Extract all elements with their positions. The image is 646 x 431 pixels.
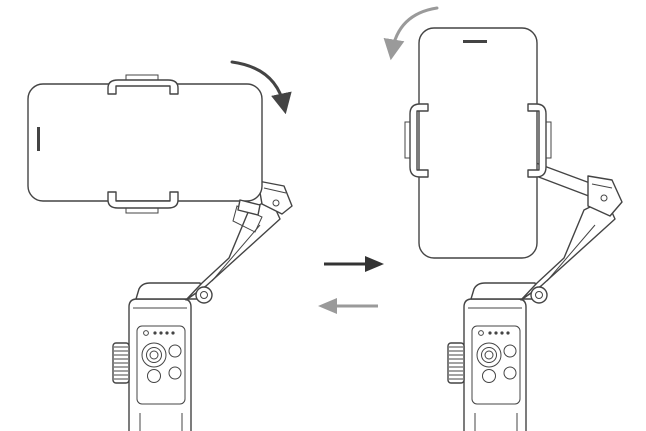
joystick [141, 342, 167, 368]
roll-motor [257, 180, 293, 215]
phone-clamp-left [107, 74, 261, 216]
rotation-arrow-clockwise [230, 60, 292, 115]
phone-landscape [27, 83, 263, 202]
base-collar [135, 282, 207, 300]
mode-button [482, 369, 496, 383]
zoom-button [168, 366, 182, 380]
folding-arm [185, 198, 281, 304]
shutter-button [168, 344, 182, 358]
phone-portrait [418, 27, 538, 259]
rotation-arrow-counterclockwise [383, 6, 439, 61]
status-led-dots [478, 330, 510, 336]
roll-motor [587, 175, 623, 217]
transition-arrows [318, 256, 384, 314]
shutter-button [503, 344, 517, 358]
joystick [476, 342, 502, 368]
base-collar [470, 282, 542, 300]
gimbal-handle-right [447, 298, 527, 431]
arrow-right-forward [324, 256, 384, 272]
mode-button [147, 369, 161, 383]
status-led-dots [143, 330, 175, 336]
gimbal-left-landscape [27, 60, 293, 431]
phone-clamp-right [404, 103, 552, 178]
zoom-wheel [112, 342, 130, 384]
arrow-left-back [318, 298, 378, 314]
gimbal-right-portrait [383, 6, 623, 431]
zoom-button [503, 366, 517, 380]
zoom-wheel [447, 342, 465, 384]
gimbal-handle-left [112, 298, 192, 431]
